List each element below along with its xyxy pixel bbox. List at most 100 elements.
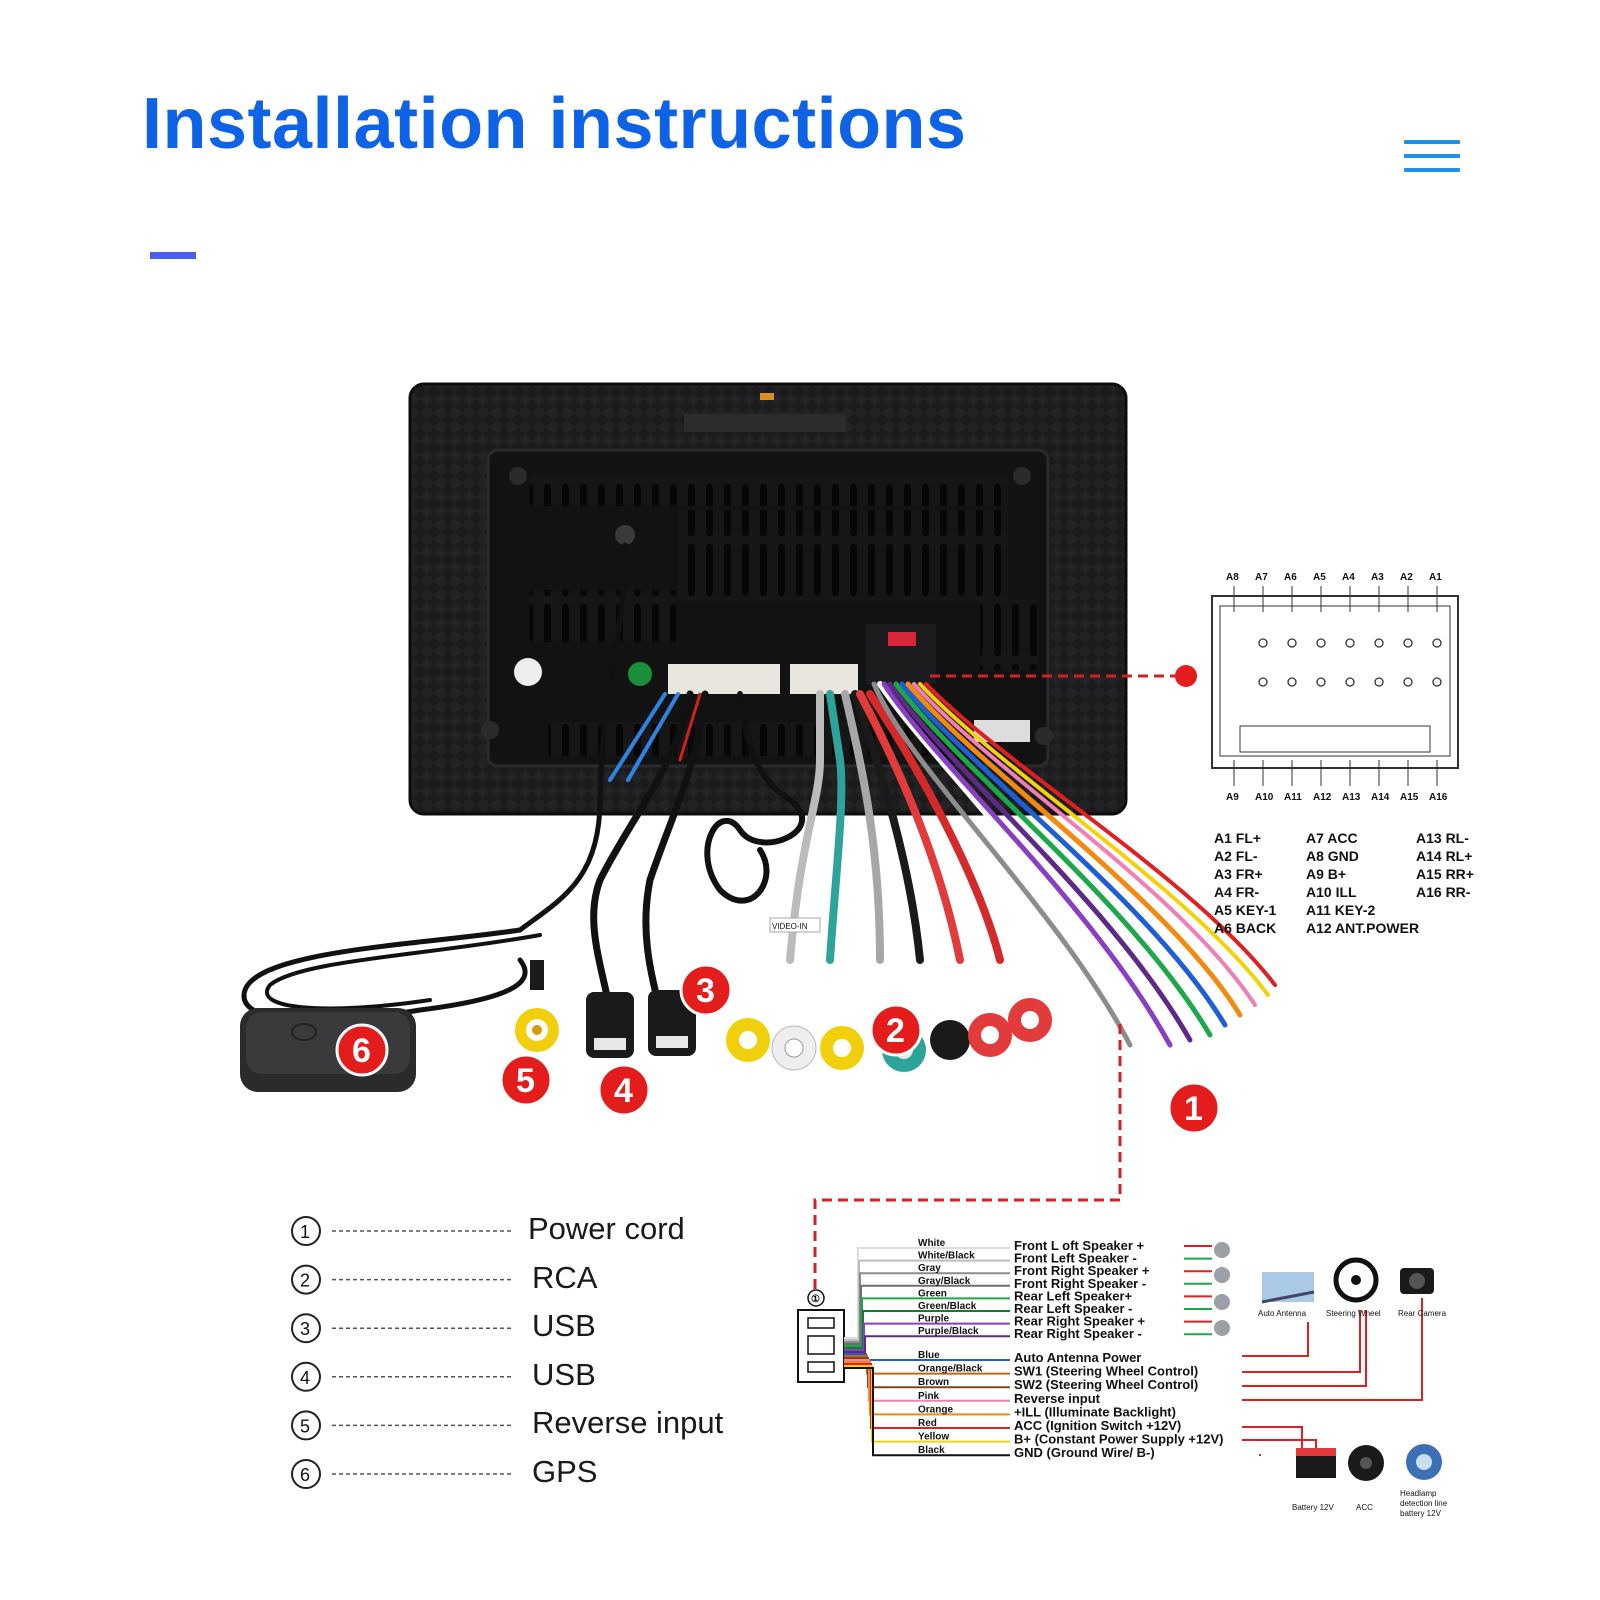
reverse-rca-plug	[515, 960, 559, 1052]
pinout-entry: A12 ANT.POWER	[1306, 920, 1419, 936]
legend-number: 3	[300, 1319, 310, 1339]
wire-color-name: Red	[918, 1418, 937, 1429]
menu-icon[interactable]	[1404, 138, 1462, 178]
device-label-top: Steering Wheel	[1326, 1309, 1381, 1318]
connector-pin-label-bottom: A11	[1284, 792, 1302, 803]
legend-number-circle	[291, 1216, 321, 1246]
wire-color-name: Purple/Black	[918, 1326, 979, 1337]
legend-label: Power cord	[528, 1211, 685, 1246]
callout-badge-2: 2	[869, 1003, 923, 1057]
legend-number-circle	[291, 1459, 321, 1489]
wire-function: Front L oft Speaker +	[1014, 1238, 1145, 1253]
wire-color-name: Gray	[918, 1263, 941, 1274]
callout-badge-4: 4	[597, 1063, 651, 1117]
pinout-entry: A9 B+	[1306, 866, 1346, 882]
connector-pin-label-top: A5	[1313, 572, 1326, 583]
connector-pin-hole	[1316, 638, 1326, 648]
connector-pin-hole	[1432, 677, 1442, 687]
connector-pin-label-bottom: A9	[1226, 792, 1239, 803]
connector-pin-label-bottom: A13	[1342, 792, 1361, 803]
connector-pin-label-top: A1	[1429, 572, 1442, 583]
pinout-entry: A4 FR-	[1214, 884, 1259, 900]
connector-pin-label-top: A2	[1400, 572, 1413, 583]
pinout-entry: A6 BACK	[1214, 920, 1276, 936]
wire-color-name: Purple	[918, 1314, 950, 1325]
device-label-top: Rear Camera	[1398, 1309, 1447, 1318]
wire-function: Front Left Speaker -	[1014, 1251, 1137, 1266]
pinout-entry: A7 ACC	[1306, 830, 1358, 846]
wire-color-name: Green/Black	[918, 1301, 977, 1312]
connector-pin-label-bottom: A10	[1255, 792, 1274, 803]
wire-function: Rear Left Speaker+	[1014, 1288, 1133, 1303]
legend-number: 5	[300, 1416, 310, 1436]
plug-number: ①	[811, 1294, 820, 1305]
legend-number: 2	[300, 1271, 310, 1291]
connector-pin-hole	[1287, 638, 1297, 648]
wire-color-name: Orange/Black	[918, 1364, 983, 1375]
pinout-entry: A2 FL-	[1214, 848, 1258, 864]
connector-pin-label-top: A8	[1226, 572, 1239, 583]
pinout-entry: A8 GND	[1306, 848, 1359, 864]
legend-number-circle	[291, 1264, 321, 1295]
connector-pin-hole	[1432, 638, 1442, 648]
wire-color-name: Blue	[918, 1350, 940, 1361]
wire-color-name: Pink	[918, 1391, 940, 1402]
callout-badge-5: 5	[499, 1053, 553, 1107]
connector-pin-hole	[1287, 677, 1297, 687]
wire-function: SW2 (Steering Wheel Control)	[1014, 1377, 1198, 1392]
legend-number-circle	[291, 1313, 321, 1344]
legend-number-circle	[291, 1361, 321, 1392]
pinout-entry: A13 RL-	[1416, 830, 1469, 846]
connector-pin-hole	[1374, 677, 1384, 687]
connector-pin-label-top: A7	[1255, 572, 1268, 583]
device-label-bottom: Headlamp	[1400, 1489, 1437, 1498]
device-label-bottom: Battery 12V	[1292, 1503, 1334, 1512]
wire-function: SW1 (Steering Wheel Control)	[1014, 1364, 1198, 1379]
pinout-entry: A15 RR+	[1416, 866, 1474, 882]
connector-pin-hole	[1374, 638, 1384, 648]
wire-color-name: Orange	[918, 1404, 953, 1415]
video-in-tag: VIDEO-IN	[772, 922, 808, 931]
wire-function: Rear Right Speaker +	[1014, 1314, 1146, 1329]
connector-pin-label-bottom: A15	[1400, 792, 1419, 803]
wire-color-name: Brown	[918, 1377, 949, 1388]
legend-number: 4	[300, 1368, 310, 1388]
pinout-entry: A5 KEY-1	[1214, 902, 1276, 918]
pinout-entry: A10 ILL	[1306, 884, 1357, 900]
head-unit: 12.5V GPS	[408, 382, 1128, 816]
connector-pin-label-bottom: A16	[1429, 792, 1448, 803]
port-12v-label: 12.5V	[575, 531, 597, 540]
device-icons	[1261, 1257, 1442, 1481]
pinout-entry: A16 RR-	[1416, 884, 1471, 900]
pinout-entry: A1 FL+	[1214, 830, 1261, 846]
legend-number-circle	[291, 1410, 321, 1441]
wire-color-name: Yellow	[918, 1432, 949, 1443]
wire-color-name: White/Black	[918, 1251, 975, 1262]
pinout-entry: A3 FR+	[1214, 866, 1263, 882]
pinout-entry: A11 KEY-2	[1306, 902, 1375, 918]
legend-label: Reverse input	[532, 1405, 724, 1441]
device-label-top: Auto Antenna	[1258, 1309, 1307, 1318]
connector-pin-hole	[1403, 677, 1413, 687]
connector-pin-hole	[1258, 677, 1268, 687]
gps-antenna	[240, 1008, 416, 1092]
legend-label: USB	[532, 1308, 596, 1344]
device-label-bottom: battery 12V	[1400, 1509, 1442, 1518]
page-title: Installation instructions	[142, 84, 967, 164]
gps-port-label: GPS	[570, 673, 587, 682]
connector-pin-label-top: A6	[1284, 572, 1297, 583]
wire-color-name: Gray/Black	[918, 1276, 971, 1287]
connector-pin-label-top: A3	[1371, 572, 1384, 583]
callout-badge-number: 4	[614, 1072, 633, 1110]
wire-function: GND (Ground Wire/ B-)	[1014, 1445, 1155, 1460]
wire-color-name: Green	[918, 1288, 947, 1299]
callout-badge-number: 2	[886, 1012, 905, 1050]
pinout-entry: A14 RL+	[1416, 848, 1472, 864]
connector-pin-hole	[1345, 677, 1355, 687]
speaker-connectors	[1214, 1242, 1230, 1336]
